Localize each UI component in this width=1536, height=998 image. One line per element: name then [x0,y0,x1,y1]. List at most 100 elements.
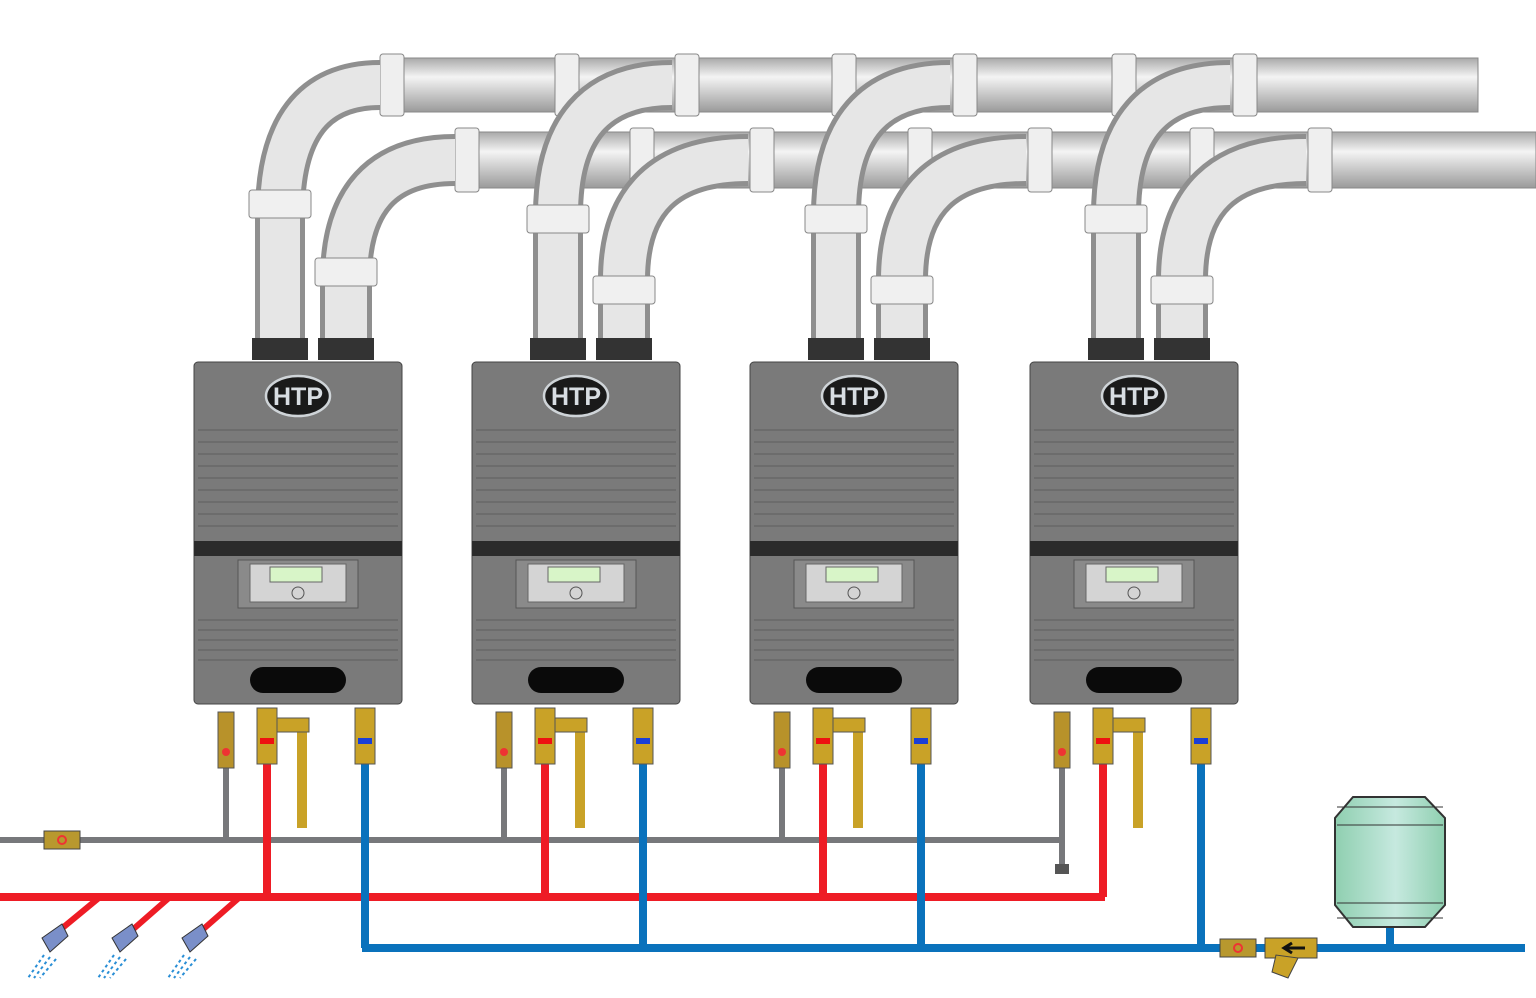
pipe-coupling [1232,53,1258,117]
hot-isolation-valve [256,707,278,765]
htp-logo-text: HTP [551,383,601,411]
vent-connector [252,338,308,360]
gas-valve [554,717,588,733]
pipe-coupling [454,127,480,193]
hot-valve-marker [816,738,830,744]
cold-isolation-valve [1190,707,1212,765]
intake-vent-elbow-highlight [881,139,1027,345]
pipe-coupling [1027,127,1053,193]
valve-handle [500,748,508,756]
exhaust-vent-elbow-highlight [1096,65,1231,345]
recirc-ball-valve [43,830,81,850]
shower-branch [198,894,242,935]
water-heater-unit: HTP [749,361,959,769]
vent-collar [248,189,312,219]
vent-collar [804,204,868,234]
control-knob [291,586,305,600]
vent-collar [526,204,590,234]
lcd-display [1105,566,1159,583]
recirc-valve [217,711,235,769]
water-heater-units: HTP HTP HTP HTP [193,361,1239,769]
water-spray [27,954,45,979]
water-spray [33,956,51,979]
water-heater-unit: HTP [1029,361,1239,769]
water-spray [173,956,191,979]
gas-valve [832,717,866,733]
water-spray [179,958,197,979]
cabinet-band [750,541,958,556]
vent-connector [530,338,586,360]
vent-connector [1088,338,1144,360]
water-spray [109,958,127,979]
cold-valve-marker [1194,738,1208,744]
gas-valve [276,717,310,733]
heater-cabinet [193,361,403,705]
cold-ball-valve [1219,938,1257,958]
intake-vent-elbow-highlight [325,139,456,345]
hot-valve-marker [538,738,552,744]
pipe-coupling [749,127,775,193]
exhaust-vent-elbow-highlight [816,65,951,345]
rating-label [528,667,624,693]
lcd-display [547,566,601,583]
water-spray [167,954,185,979]
intake-vent-elbow-highlight [603,139,749,345]
water-heater-unit: HTP [471,361,681,769]
cold-isolation-valve [354,707,376,765]
htp-logo [820,374,888,418]
cabinet-band [472,541,680,556]
pipe-coupling [1307,127,1333,193]
hot-isolation-valve [1092,707,1114,765]
water-piping [0,730,1525,952]
htp-logo-text: HTP [1109,383,1159,411]
rating-label [1086,667,1182,693]
htp-logo [264,374,332,418]
water-spray [39,958,57,979]
hot-valve-marker [1096,738,1110,744]
rating-label [250,667,346,693]
hot-valve-marker [260,738,274,744]
y-strainer-leg [1271,954,1299,979]
pipe-coupling [379,53,405,117]
cold-valve-marker [636,738,650,744]
hot-isolation-valve [534,707,556,765]
lcd-display [269,566,323,583]
cabinet-band [194,541,402,556]
vent-collar [1084,204,1148,234]
htp-logo-text: HTP [273,383,323,411]
recirc-cap [1055,864,1069,874]
heater-cabinet [1029,361,1239,705]
cold-valve-marker [358,738,372,744]
flow-arrow-icon [1281,941,1305,955]
vent-connector [596,338,652,360]
htp-logo [542,374,610,418]
htp-logo-text: HTP [829,383,879,411]
cold-isolation-valve [632,707,654,765]
valve-handle [222,748,230,756]
vent-piping [248,53,1536,360]
vent-connector [808,338,864,360]
recirc-valve [1053,711,1071,769]
shower-branch [58,894,102,933]
ball-valve-icon [1233,943,1243,953]
vent-collar [870,275,934,305]
control-knob [569,586,583,600]
recirc-valve [495,711,513,769]
valve-handle [778,748,786,756]
vent-collar [592,275,656,305]
pipe-coupling [674,53,700,117]
control-knob [1127,586,1141,600]
lcd-display [825,566,879,583]
cabinet-band [1030,541,1238,556]
vent-collar [314,257,378,287]
shower-head-icon [111,923,139,953]
ball-valve-icon [57,835,67,845]
htp-logo [1100,374,1168,418]
water-heater-unit: HTP [193,361,403,769]
pipe-coupling [952,53,978,117]
rating-label [806,667,902,693]
valve-handle [1058,748,1066,756]
vent-collar [1150,275,1214,305]
vent-connector [1154,338,1210,360]
